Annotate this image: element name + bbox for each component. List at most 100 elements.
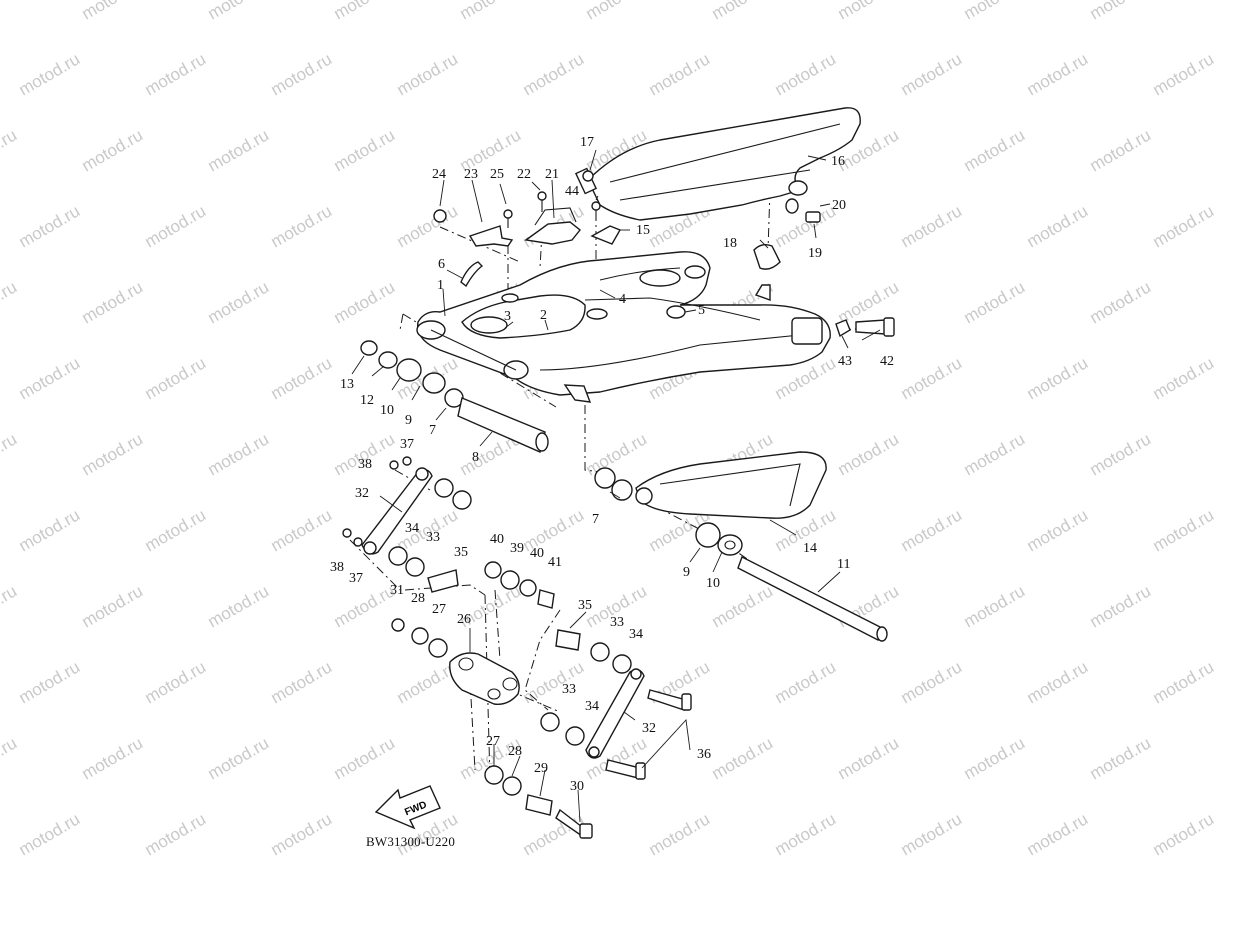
watermark-text: motod.ru	[520, 49, 588, 99]
callout-12: 12	[360, 393, 374, 408]
rear-arm	[594, 451, 827, 556]
watermark-text: motod.ru	[1150, 353, 1218, 403]
watermark-text: motod.ru	[16, 657, 84, 707]
callout-33b: 33	[610, 615, 624, 630]
watermark-text: motod.ru	[898, 201, 966, 251]
upper-link	[342, 456, 472, 593]
callout-7b: 7	[592, 512, 599, 527]
watermark-text: motod.ru	[1150, 505, 1218, 555]
callout-19: 19	[808, 246, 822, 261]
callout-38a: 38	[358, 457, 372, 472]
callout-11: 11	[837, 557, 850, 572]
callout-30: 30	[570, 779, 584, 794]
callout-18: 18	[723, 236, 737, 251]
watermark-text: motod.ru	[142, 49, 210, 99]
callout-25: 25	[490, 167, 504, 182]
watermark-text: motod.ru	[79, 277, 147, 327]
watermark-text: motod.ru	[268, 201, 336, 251]
top-hardware	[433, 170, 821, 319]
callout-34b: 34	[629, 627, 643, 642]
watermark-text: motod.ru	[16, 809, 84, 859]
callout-28a: 28	[411, 591, 425, 606]
callout-7a: 7	[429, 423, 436, 438]
watermark-text: motod.ru	[709, 0, 777, 23]
callout-9a: 9	[405, 413, 412, 428]
callout-17: 17	[580, 135, 594, 150]
hose-brackets	[468, 207, 622, 247]
callout-21: 21	[545, 167, 559, 182]
callout-32a: 32	[355, 486, 369, 501]
fwd-arrow: FWD	[374, 785, 441, 830]
watermark-text: motod.ru	[772, 809, 840, 859]
watermark-text: motod.ru	[205, 277, 273, 327]
watermark-text: motod.ru	[772, 657, 840, 707]
watermark-text: motod.ru	[205, 733, 273, 783]
watermark-text: motod.ru	[142, 809, 210, 859]
watermark-text: motod.ru	[961, 429, 1029, 479]
watermark-text: motod.ru	[268, 353, 336, 403]
callout-38b: 38	[330, 560, 344, 575]
relay-arm	[449, 652, 520, 705]
watermark-text: motod.ru	[1087, 581, 1155, 631]
watermark-text: motod.ru	[394, 49, 462, 99]
watermark-text: motod.ru	[1150, 49, 1218, 99]
callout-41: 41	[548, 555, 562, 570]
watermark-text: motod.ru	[583, 429, 651, 479]
callout-9b: 9	[683, 565, 690, 580]
drawing-layer: FWD	[330, 107, 895, 839]
callout-20: 20	[832, 198, 846, 213]
pivot-bolt	[835, 317, 895, 338]
watermark-text: motod.ru	[79, 733, 147, 783]
watermark-text: motod.ru	[268, 505, 336, 555]
callout-15: 15	[636, 223, 650, 238]
watermark-text: motod.ru	[835, 733, 903, 783]
watermark-text: motod.ru	[898, 657, 966, 707]
callout-34c: 34	[585, 699, 599, 714]
watermark-text: motod.ru	[961, 277, 1029, 327]
watermark-text: motod.ru	[898, 505, 966, 555]
callout-27b: 27	[486, 734, 500, 749]
callout-32b: 32	[642, 721, 656, 736]
callout-24: 24	[432, 167, 446, 182]
callout-42: 42	[880, 354, 894, 369]
watermark-text: motod.ru	[0, 581, 20, 631]
watermark-text: motod.ru	[0, 125, 20, 175]
bottom-stack	[484, 765, 593, 839]
diagram-code: BW31300-U220	[366, 834, 456, 849]
watermark-text: motod.ru	[142, 505, 210, 555]
callout-44: 44	[565, 184, 579, 199]
watermark-text: motod.ru	[457, 0, 525, 23]
callouts: 1 2 3 4 5 6 7 7 8 9 9 10 10 11 12 13 14 …	[330, 135, 894, 794]
watermark-text: motod.ru	[583, 0, 651, 23]
pivot-stack-left	[360, 340, 549, 453]
callout-29: 29	[534, 761, 548, 776]
watermark-text: motod.ru	[1024, 809, 1092, 859]
callout-31: 31	[390, 583, 404, 598]
callout-3: 3	[504, 309, 511, 324]
watermark-text: motod.ru	[898, 809, 966, 859]
callout-5: 5	[698, 303, 705, 318]
watermark-text: motod.ru	[1024, 657, 1092, 707]
watermark-text: motod.ru	[16, 353, 84, 403]
watermark-text: motod.ru	[142, 353, 210, 403]
watermark-text: motod.ru	[961, 125, 1029, 175]
long-axle	[737, 556, 888, 642]
callout-22: 22	[517, 167, 531, 182]
watermark-text: motod.ru	[772, 201, 840, 251]
callout-4: 4	[619, 292, 626, 307]
callout-26: 26	[457, 612, 471, 627]
callout-8: 8	[472, 450, 479, 465]
watermark-text: motod.ru	[1024, 505, 1092, 555]
callout-37b: 37	[349, 571, 363, 586]
watermark-text: motod.ru	[142, 201, 210, 251]
watermark-text: motod.ru	[79, 125, 147, 175]
watermark-text: motod.ru	[205, 0, 273, 23]
watermark-text: motod.ru	[205, 581, 273, 631]
watermark-text: motod.ru	[142, 657, 210, 707]
watermark-text: motod.ru	[1087, 733, 1155, 783]
watermark-text: motod.ru	[79, 0, 147, 23]
watermark-text: motod.ru	[898, 49, 966, 99]
watermark-text: motod.ru	[1150, 201, 1218, 251]
watermark-text: motod.ru	[772, 49, 840, 99]
